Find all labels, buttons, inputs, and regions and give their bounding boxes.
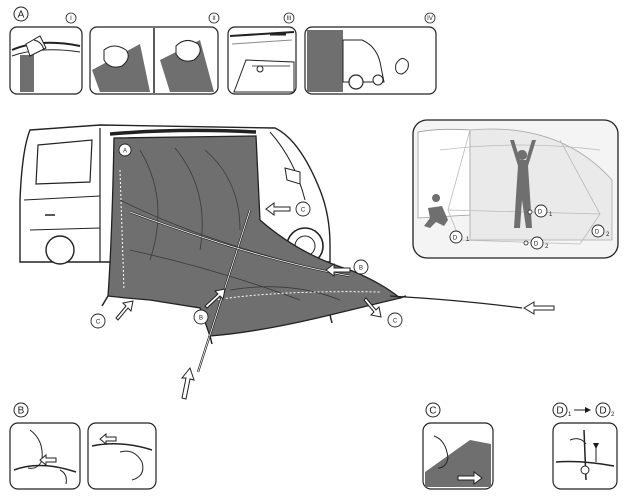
detail-panel-d bbox=[552, 422, 618, 490]
svg-text:D: D bbox=[453, 236, 458, 242]
svg-text:C: C bbox=[96, 320, 101, 326]
callout-b-upper: B bbox=[353, 259, 369, 275]
svg-text:D: D bbox=[538, 210, 543, 216]
peg bbox=[209, 335, 213, 345]
svg-text:B: B bbox=[18, 406, 25, 417]
tent-fabric bbox=[107, 135, 402, 337]
callout-d2-right: D 2 bbox=[591, 224, 610, 238]
callout-d2-center: D 2 bbox=[523, 236, 549, 250]
step-panel-1: I bbox=[9, 12, 83, 95]
svg-text:2: 2 bbox=[611, 412, 615, 418]
step-numeral-2: II bbox=[212, 16, 216, 22]
section-b-header: B bbox=[13, 402, 29, 418]
svg-text:1: 1 bbox=[568, 412, 572, 418]
svg-text:A: A bbox=[123, 149, 127, 155]
svg-text:D: D bbox=[556, 406, 563, 417]
svg-text:2: 2 bbox=[606, 232, 610, 238]
callout-c-right-mid: C bbox=[295, 201, 311, 217]
awning-rail bbox=[109, 128, 257, 136]
step-numeral-4: IV bbox=[427, 16, 433, 22]
callout-d1-center: D 1 bbox=[527, 204, 553, 218]
peg bbox=[399, 295, 407, 299]
section-a-header: A bbox=[13, 6, 29, 22]
svg-text:D: D bbox=[595, 230, 600, 236]
inset-interior-view bbox=[412, 119, 619, 259]
svg-text:C: C bbox=[429, 406, 436, 417]
callout-c-left-bottom: C bbox=[90, 313, 106, 329]
step-panel-4: IV bbox=[304, 12, 437, 95]
peg bbox=[101, 295, 109, 307]
outline-arrow-icon bbox=[115, 202, 555, 400]
section-d-header: D 1 D 2 bbox=[552, 402, 615, 418]
svg-text:C: C bbox=[393, 319, 398, 325]
callout-a: A bbox=[118, 143, 132, 157]
guy-line bbox=[389, 295, 523, 309]
detail-panel-b1 bbox=[9, 422, 81, 490]
svg-text:B: B bbox=[199, 316, 203, 322]
section-a-label: A bbox=[18, 10, 25, 21]
svg-text:C: C bbox=[301, 208, 306, 214]
svg-text:D: D bbox=[534, 242, 539, 248]
callout-d1-left: D 1 bbox=[449, 230, 470, 244]
step-numeral-1: I bbox=[70, 16, 72, 22]
svg-text:2: 2 bbox=[545, 244, 549, 250]
detail-panel-b2 bbox=[87, 422, 157, 490]
svg-text:1: 1 bbox=[549, 212, 553, 218]
svg-text:D: D bbox=[599, 406, 606, 417]
step-panel-2: II bbox=[89, 12, 220, 95]
peg bbox=[329, 314, 333, 324]
callout-b-lower: B bbox=[193, 309, 209, 325]
svg-text:1: 1 bbox=[466, 237, 470, 243]
detail-panel-c bbox=[422, 422, 494, 490]
step-panel-3: III bbox=[227, 12, 297, 95]
callout-c-right-bottom: C bbox=[387, 312, 403, 328]
svg-text:B: B bbox=[359, 266, 363, 272]
section-c-header: C bbox=[425, 402, 441, 418]
step-numeral-3: III bbox=[286, 16, 291, 22]
